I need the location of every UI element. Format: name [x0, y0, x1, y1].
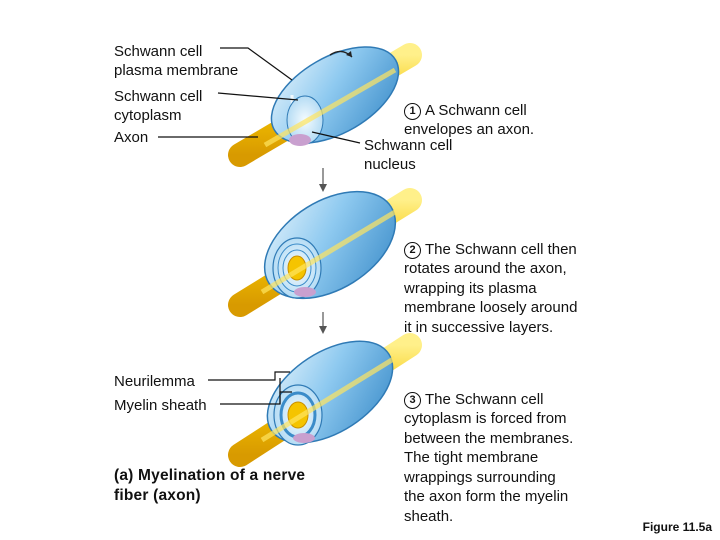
step-number-2: 2: [404, 241, 421, 259]
leader-cytoplasm: [217, 92, 299, 101]
label-plasma-membrane: Schwann cell plasma membrane: [114, 43, 239, 79]
stage-1-schwann-envelops: [228, 43, 422, 167]
step-1-text: A Schwann cell envelopes an axon.: [404, 101, 535, 139]
label-cytoplasm: Schwann cell cytoplasm: [114, 88, 203, 124]
nucleus-stage-3: [293, 433, 315, 443]
down-arrow-icon: [319, 312, 327, 334]
leader-neurilemma: [208, 371, 290, 381]
nucleus-stage-1: [289, 134, 311, 146]
label-myelin-sheath: Myelin sheath: [114, 397, 207, 414]
leader-plasma-membrane: [220, 47, 293, 81]
label-nucleus: Schwann cell nucleus: [364, 137, 453, 173]
step-3-text: The Schwann cell cytoplasm is forced fro…: [404, 390, 574, 525]
step-number-3: 3: [404, 391, 421, 409]
figure-caption: (a) Myelination of a nerve fiber (axon): [114, 467, 306, 504]
stage-2-schwann-rotates: [228, 188, 422, 317]
label-neurilemma: Neurilemma: [114, 373, 195, 390]
stage-3-myelin-sheath: [228, 333, 422, 467]
leader-nucleus: [311, 131, 361, 144]
step-number-1: 1: [404, 102, 421, 120]
step-2-text: The Schwann cell then rotates around the…: [404, 240, 578, 336]
label-axon: Axon: [114, 129, 149, 146]
figure-number: Figure 11.5a: [642, 520, 712, 534]
nucleus-stage-2: [294, 287, 316, 297]
down-arrow-icon: [319, 168, 327, 192]
